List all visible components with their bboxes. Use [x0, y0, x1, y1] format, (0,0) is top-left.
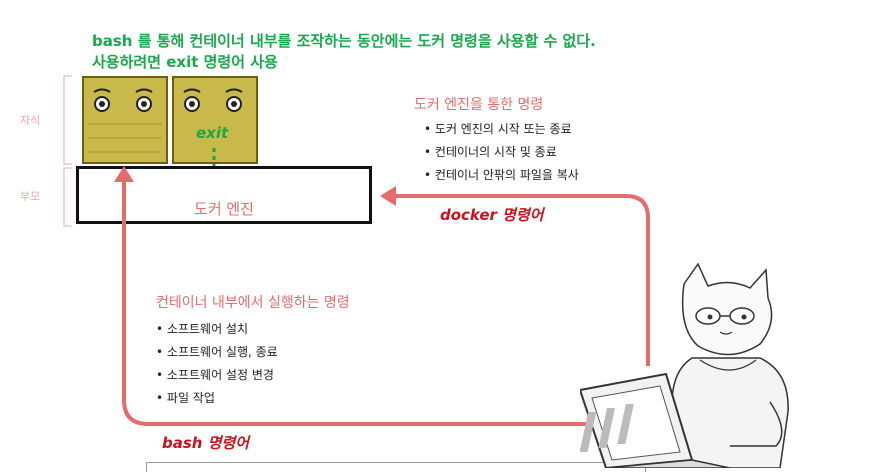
list-item: • 소프트웨어 실행, 종료: [156, 345, 278, 359]
cat-with-laptop-icon: [580, 262, 789, 468]
list-item: • 컨테이너 안팎의 파일을 복사: [424, 168, 579, 182]
list-item: • 도커 엔진의 시작 또는 종료: [424, 122, 572, 136]
bash-arrow-head-icon: [114, 166, 134, 182]
docker-command-list: • 도커 엔진의 시작 또는 종료 • 컨테이너의 시작 및 종료 • 컨테이너…: [424, 120, 579, 189]
note-line-1: bash 를 통해 컨테이너 내부를 조작하는 동안에는 도커 명령을 사용할 …: [92, 32, 596, 50]
list-item: • 컨테이너의 시작 및 종료: [424, 145, 557, 159]
docker-command-label: docker 명령어: [440, 206, 544, 224]
list-item: • 파일 작업: [156, 391, 215, 405]
child-label: 자식: [20, 114, 41, 127]
list-item: • 소프트웨어 설치: [156, 322, 249, 336]
docker-arrow-head-icon: [380, 186, 396, 206]
container-2: [172, 76, 258, 164]
bash-command-label: bash 명령어: [162, 434, 250, 452]
note-line-2: 사용하려면 exit 명령어 사용: [92, 53, 278, 71]
container-1: [82, 76, 168, 164]
container-face-icon: [88, 88, 162, 153]
exit-label: exit: [196, 124, 229, 142]
docker-section-title: 도커 엔진을 통한 명령: [414, 97, 544, 113]
bottom-frame: [146, 462, 646, 472]
level-brackets: [63, 75, 72, 227]
parent-label: 부모: [20, 190, 41, 203]
docker-engine-label: 도커 엔진: [194, 200, 254, 218]
bash-section-title: 컨테이너 내부에서 실행하는 명령: [156, 295, 350, 311]
bash-command-list: • 소프트웨어 설치 • 소프트웨어 실행, 종료 • 소프트웨어 설정 변경 …: [156, 320, 278, 412]
container-face-icon: [183, 88, 243, 112]
list-item: • 소프트웨어 설정 변경: [156, 368, 274, 382]
